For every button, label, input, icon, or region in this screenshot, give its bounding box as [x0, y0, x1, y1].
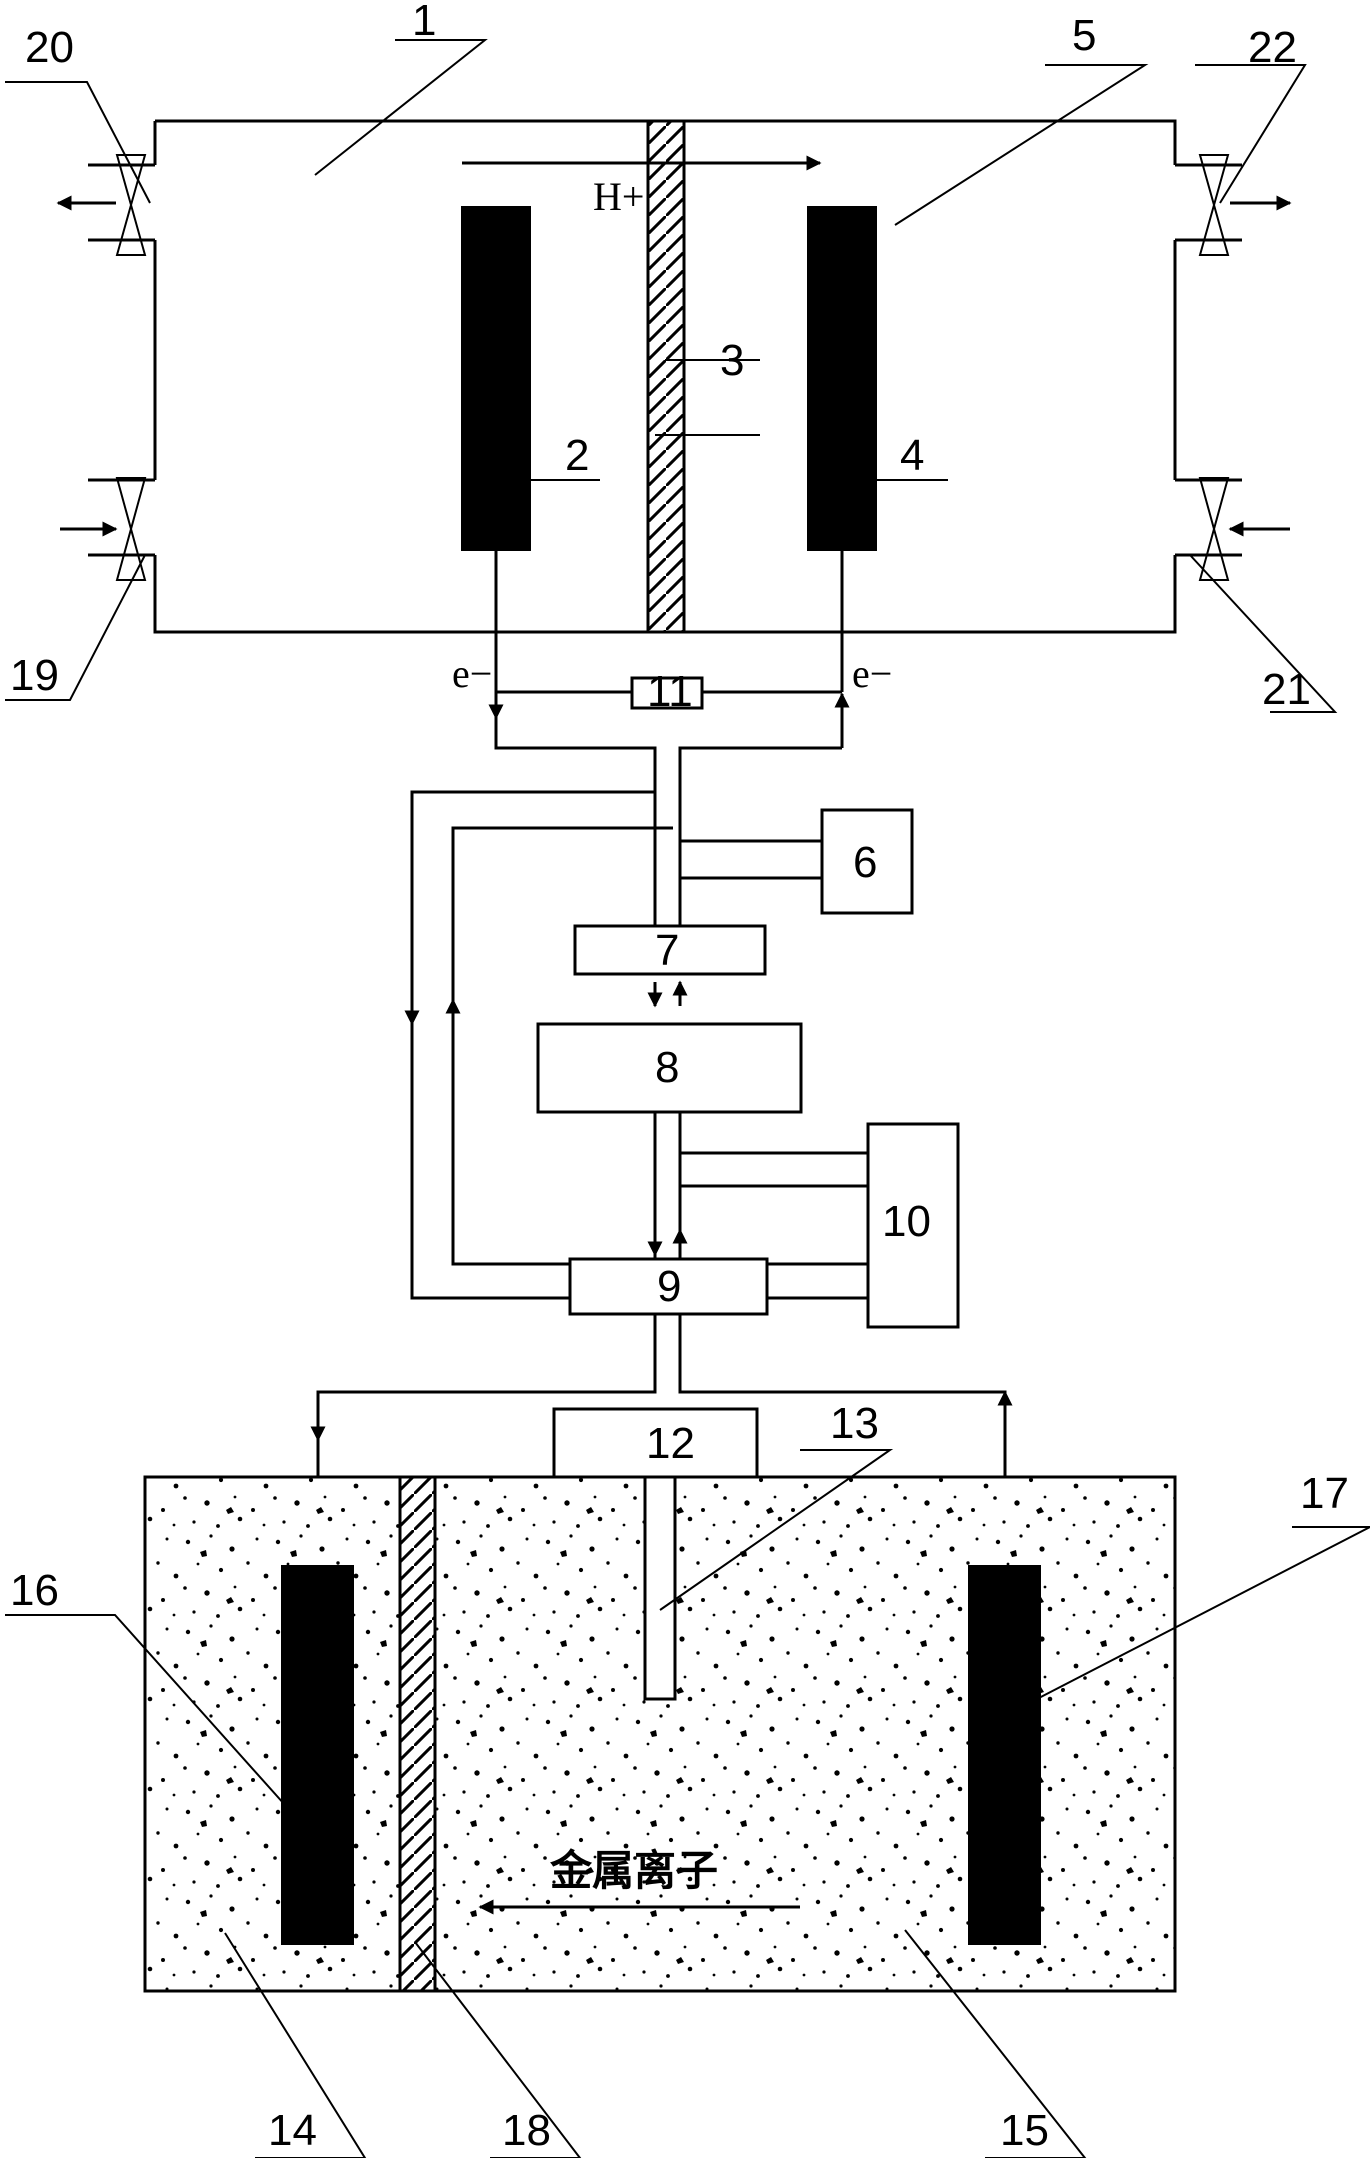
electron-left-label: e− — [452, 651, 492, 696]
box-7 — [573, 924, 767, 976]
control-units — [536, 808, 960, 1479]
valve-21 — [1198, 477, 1290, 581]
proton-exchange-membrane — [646, 119, 686, 634]
probe-13 — [643, 1475, 677, 1701]
label-7: 7 — [655, 926, 679, 975]
label-16: 16 — [10, 1566, 59, 1615]
soil-cathode — [281, 1565, 354, 1945]
fuel-cell: H+ — [56, 119, 1292, 634]
anode-electrode — [461, 206, 531, 551]
label-14: 14 — [268, 2106, 317, 2155]
label-4: 4 — [900, 431, 924, 480]
label-13: 13 — [830, 1399, 879, 1448]
load-resistor — [630, 676, 704, 710]
label-21: 21 — [1262, 665, 1311, 714]
label-19: 19 — [10, 651, 59, 700]
box-9 — [568, 1257, 769, 1316]
label-5: 5 — [1072, 11, 1096, 60]
electron-right-label: e− — [852, 651, 892, 696]
label-2: 2 — [565, 431, 589, 480]
label-15: 15 — [1000, 2106, 1049, 2155]
valve-22 — [1198, 154, 1292, 256]
valve-19 — [60, 477, 147, 581]
label-10: 10 — [882, 1197, 931, 1246]
box-10 — [866, 1122, 960, 1329]
label-9: 9 — [657, 1262, 681, 1311]
label-8: 8 — [655, 1043, 679, 1092]
soil-cell: 金属离子 — [143, 1475, 1177, 1993]
label-3: 3 — [720, 336, 744, 385]
label-1: 1 — [412, 0, 436, 45]
label-11: 11 — [647, 667, 693, 716]
box-8 — [536, 1022, 803, 1114]
box-6 — [820, 808, 914, 915]
label-22: 22 — [1248, 23, 1297, 72]
box-12 — [552, 1407, 759, 1479]
soil-anode — [968, 1565, 1041, 1945]
label-18: 18 — [502, 2106, 551, 2155]
part-labels: 20 1 5 22 3 2 4 19 21 e− e− 11 6 7 8 10 … — [10, 0, 1349, 2155]
soil-membrane — [398, 1475, 437, 1993]
cathode-electrode — [807, 206, 877, 551]
valve-20 — [56, 154, 147, 256]
metal-ion-label: 金属离子 — [549, 1846, 718, 1895]
label-12: 12 — [646, 1419, 695, 1468]
label-20: 20 — [25, 23, 74, 72]
proton-label: H+ — [593, 174, 644, 219]
label-6: 6 — [853, 838, 877, 887]
label-17: 17 — [1300, 1469, 1349, 1518]
